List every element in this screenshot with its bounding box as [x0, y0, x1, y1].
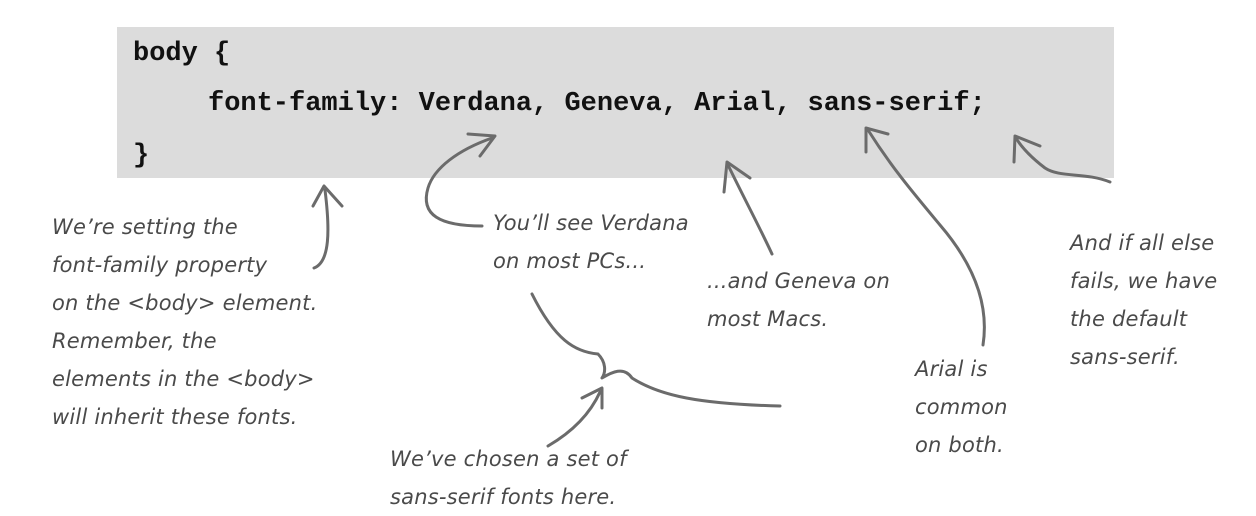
verdana-annotation-line: You’ll see Verdana — [493, 211, 689, 235]
body-annotation-line: will inherit these fonts. — [52, 405, 298, 429]
arial-arrowhead — [864, 126, 890, 154]
sans-serif-arrow — [1014, 136, 1112, 184]
geneva-annotation-line: most Macs. — [707, 307, 829, 331]
code-block: body { font-family: Verdana, Geneva, Ari… — [117, 27, 1114, 178]
geneva-arrow — [726, 163, 774, 256]
code-line-selector: body { — [133, 39, 231, 69]
geneva-annotation: ...and Geneva on most Macs. — [707, 262, 890, 338]
arial-annotation: Arial is common on both. — [915, 350, 1008, 464]
arial-annotation-line: on both. — [915, 433, 1004, 457]
sans-serif-annotation-line: sans-serif. — [1070, 345, 1180, 369]
arial-annotation-line: common — [915, 395, 1008, 419]
chosen-fonts-annotation-line: We’ve chosen a set of — [390, 447, 627, 471]
body-annotation: We’re setting the font-family property o… — [52, 208, 317, 436]
code-line-closing-brace: } — [133, 141, 150, 171]
sans-serif-annotation-line: fails, we have — [1070, 269, 1218, 293]
arial-annotation-line: Arial is — [915, 357, 988, 381]
chosen-fonts-arrowhead — [580, 386, 604, 410]
verdana-arrow — [424, 136, 494, 228]
sans-serif-annotation-line: And if all else — [1070, 231, 1215, 255]
verdana-arrowhead — [466, 132, 497, 158]
font-set-brace — [530, 292, 782, 408]
chosen-fonts-annotation: We’ve chosen a set of sans-serif fonts h… — [390, 440, 627, 516]
body-annotation-line: on the <body> element. — [52, 291, 318, 315]
code-line-font-family: font-family: Verdana, Geneva, Arial, san… — [208, 89, 986, 119]
geneva-annotation-line: ...and Geneva on — [707, 269, 890, 293]
body-annotation-line: font-family property — [52, 253, 268, 277]
body-arrowhead — [311, 184, 344, 208]
body-annotation-line: We’re setting the — [52, 215, 238, 239]
arial-arrow — [866, 128, 986, 347]
verdana-annotation: You’ll see Verdana on most PCs... — [493, 204, 689, 280]
chosen-fonts-arrow — [546, 390, 602, 448]
sans-serif-annotation-line: the default — [1070, 307, 1188, 331]
body-annotation-line: elements in the <body> — [52, 367, 315, 391]
verdana-annotation-line: on most PCs... — [493, 249, 647, 273]
chosen-fonts-annotation-line: sans-serif fonts here. — [390, 485, 617, 509]
body-arrow — [312, 188, 330, 270]
sans-serif-arrowhead — [1012, 134, 1042, 164]
sans-serif-annotation: And if all else fails, we have the defau… — [1070, 224, 1217, 376]
geneva-arrowhead — [722, 160, 752, 194]
body-annotation-line: Remember, the — [52, 329, 217, 353]
